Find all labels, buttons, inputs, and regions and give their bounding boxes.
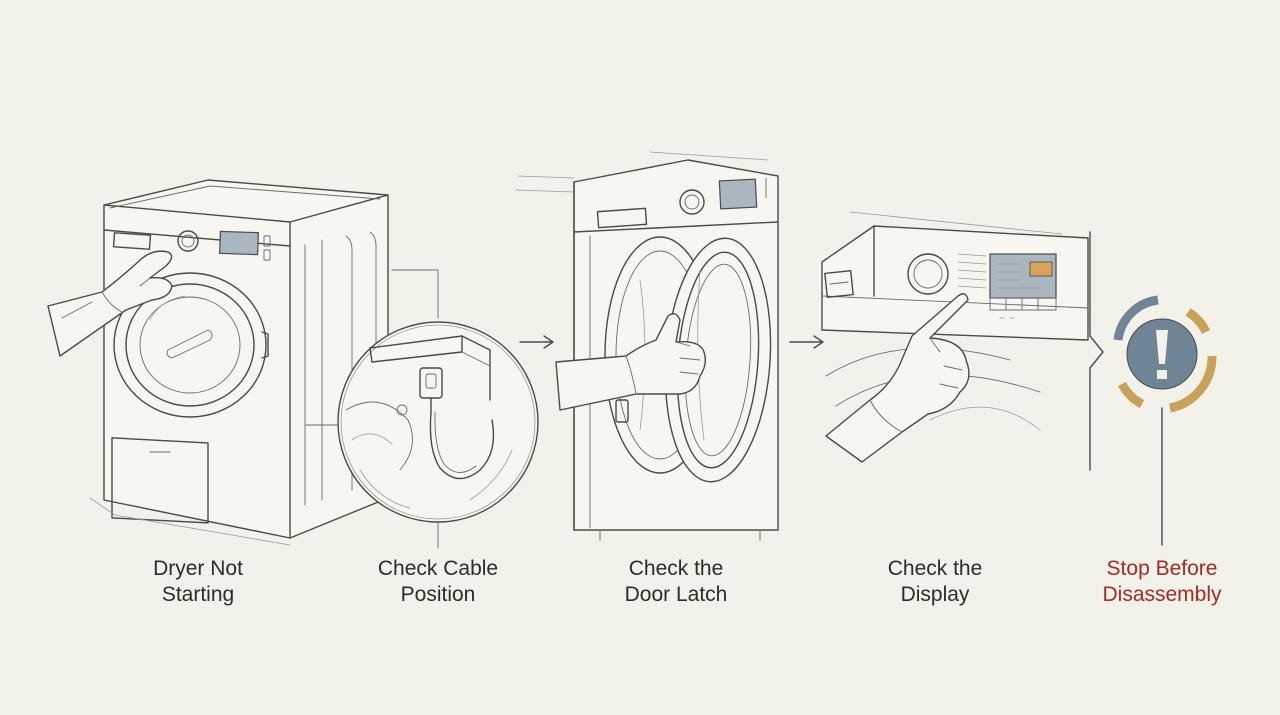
arrow-right-icon	[789, 335, 824, 349]
step-label-line: Check the	[628, 557, 724, 580]
step-label-line: Door Latch	[624, 583, 728, 606]
step-label-dryer-not-starting: Dryer Not Starting	[98, 556, 298, 608]
step-label-line: Check the	[887, 557, 983, 580]
arrow-right-icon	[519, 335, 554, 349]
step-label-line: Stop Before	[1106, 557, 1218, 580]
cable-callout-connector	[304, 269, 439, 549]
step-label-line: Starting	[161, 583, 235, 606]
control-panel-closeup-illustration	[821, 211, 1089, 431]
step-label-stop-before-disassembly: Stop Before Disassembly	[1062, 556, 1262, 608]
step-label-line: Disassembly	[1102, 583, 1222, 606]
warning-separator	[1089, 231, 1104, 471]
step-label-check-door-latch: Check the Door Latch	[576, 556, 776, 608]
hand-pressing-power-illustration	[47, 250, 173, 357]
step-label-line: Dryer Not	[153, 557, 243, 580]
step-label-check-display: Check the Display	[835, 556, 1035, 608]
hand-pointing-display-illustration	[825, 293, 970, 463]
step-label-line: Display	[900, 583, 970, 606]
power-plug-icon	[419, 367, 443, 413]
dryer-front-illustration	[89, 179, 389, 546]
step-label-check-cable-position: Check Cable Position	[338, 556, 538, 608]
step-label-line: Check Cable	[377, 557, 499, 580]
hand-pulling-door-illustration	[555, 313, 707, 411]
cable-closeup-illustration	[337, 321, 539, 523]
exclamation-warning-icon	[1113, 295, 1217, 546]
step-label-line: Position	[400, 583, 476, 606]
